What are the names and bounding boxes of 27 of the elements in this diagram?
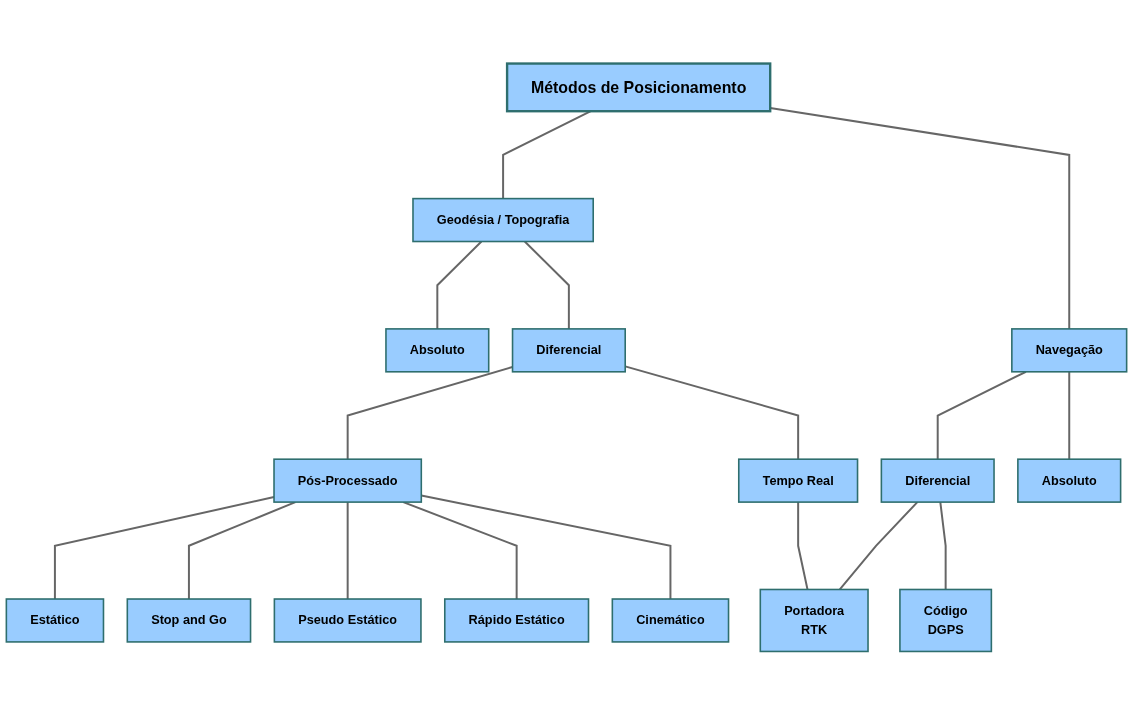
node-box: Absoluto bbox=[1017, 458, 1122, 503]
node-box: Diferencial bbox=[880, 458, 995, 503]
connector bbox=[936, 370, 1027, 461]
connector bbox=[838, 501, 919, 591]
connector bbox=[523, 240, 570, 330]
connector bbox=[1068, 370, 1071, 461]
connector bbox=[346, 501, 349, 600]
connector bbox=[402, 501, 518, 600]
connector bbox=[797, 501, 809, 591]
node-box: Cinemático bbox=[611, 598, 730, 643]
node-box: Estático bbox=[5, 598, 105, 643]
connector bbox=[939, 501, 947, 591]
node-box: Stop and Go bbox=[126, 598, 252, 643]
connector bbox=[53, 496, 275, 600]
node-box: Absoluto bbox=[385, 328, 490, 373]
connector bbox=[769, 107, 1071, 330]
node-box: Código DGPS bbox=[899, 588, 993, 653]
node-box: Diferencial bbox=[511, 328, 626, 373]
node-box: Pós-Processado bbox=[273, 458, 423, 503]
node-box: Geodésia / Topografia bbox=[412, 197, 594, 243]
node-box: Navegação bbox=[1011, 328, 1128, 373]
node-box: Portadora RTK bbox=[759, 588, 869, 653]
node-box: Pseudo Estático bbox=[273, 598, 422, 643]
node-box: Métodos de Posicionamento bbox=[505, 62, 772, 113]
node-box: Tempo Real bbox=[737, 458, 859, 503]
node-box: Rápido Estático bbox=[444, 598, 590, 643]
connector bbox=[436, 240, 483, 330]
